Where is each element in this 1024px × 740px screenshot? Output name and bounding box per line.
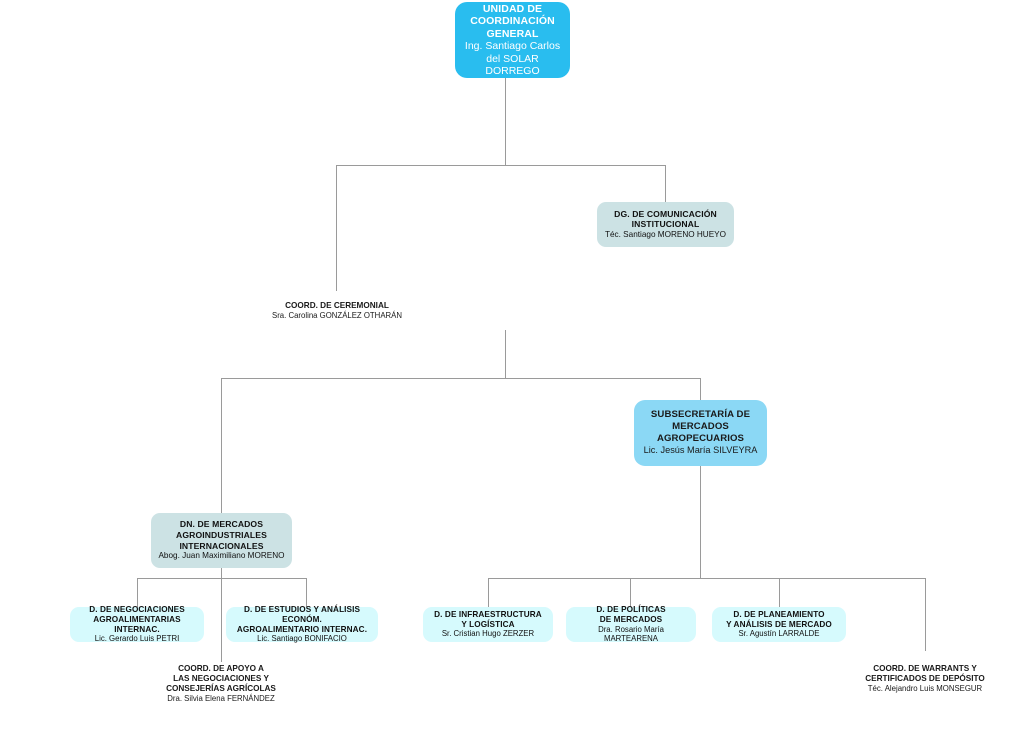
connector-to-subsecretaria (700, 378, 701, 400)
node-person: Lic. Santiago BONIFACIO (257, 634, 347, 644)
node-person: Ing. Santiago Carlos del SOLAR DORREGO (464, 40, 561, 77)
connector-sub-bar (488, 578, 925, 579)
label-person: Téc. Alejandro Luis MONSEGUR (867, 684, 983, 693)
node-dn-mercados-agroindustriales[interactable]: DN. DE MERCADOS AGROINDUSTRIALES INTERNA… (151, 513, 292, 568)
label-coord-ceremonial[interactable]: COORD. DE CEREMONIAL Sra. Carolina GONZÁ… (252, 301, 422, 321)
connector-trunk-level2 (505, 330, 506, 378)
node-title: D. DE INFRAESTRUCTURA Y LOGÍSTICA (434, 609, 542, 629)
label-coord-warrants-certificados[interactable]: COORD. DE WARRANTS Y CERTIFICADOS DE DEP… (851, 664, 999, 694)
connector-to-d-planeamiento (779, 578, 780, 607)
node-d-negociaciones-agroalimentarias[interactable]: D. DE NEGOCIACIONES AGROALIMENTARIAS INT… (70, 604, 204, 644)
node-title: D. DE NEGOCIACIONES AGROALIMENTARIAS INT… (89, 604, 185, 634)
connector-root-stem (505, 78, 506, 165)
node-title: UNIDAD DE COORDINACIÓN GENERAL (470, 2, 555, 40)
label-title: COORD. DE APOYO A LAS NEGOCIACIONES Y CO… (166, 664, 276, 693)
connector-dn-stem (221, 568, 222, 662)
node-d-estudios-analisis-economico[interactable]: D. DE ESTUDIOS Y ANÁLISIS ECONÓM. AGROAL… (226, 604, 378, 644)
label-coord-apoyo-negociaciones[interactable]: COORD. DE APOYO A LAS NEGOCIACIONES Y CO… (144, 664, 298, 704)
node-subsecretaria-mercados-agropecuarios[interactable]: SUBSECRETARÍA DE MERCADOS AGROPECUARIOS … (634, 400, 767, 466)
label-title: COORD. DE CEREMONIAL (285, 301, 389, 310)
connector-to-d-politicas (630, 578, 631, 607)
connector-to-comunicacion (665, 165, 666, 202)
connector-to-coord-warrants (925, 578, 926, 651)
node-title: D. DE ESTUDIOS Y ANÁLISIS ECONÓM. AGROAL… (236, 604, 368, 634)
connector-level1-bar (336, 165, 666, 166)
label-person: Sra. Carolina GONZÁLEZ OTHARÁN (272, 311, 402, 320)
node-person: Téc. Santiago MORENO HUEYO (604, 229, 727, 239)
label-title: COORD. DE WARRANTS Y CERTIFICADOS DE DEP… (865, 664, 985, 683)
node-dg-comunicacion-institucional[interactable]: DG. DE COMUNICACIÓN INSTITUCIONAL Téc. S… (597, 202, 734, 247)
connector-level2-bar (221, 378, 700, 379)
node-person: Sr. Cristian Hugo ZERZER (441, 629, 535, 639)
node-title: DG. DE COMUNICACIÓN INSTITUCIONAL (614, 208, 717, 230)
node-d-infraestructura-logistica[interactable]: D. DE INFRAESTRUCTURA Y LOGÍSTICA Sr. Cr… (423, 607, 553, 642)
node-person: Lic. Gerardo Luis PETRI (94, 634, 180, 644)
node-title: SUBSECRETARÍA DE MERCADOS AGROPECUARIOS (650, 409, 751, 444)
connector-dn-bar (137, 578, 307, 579)
node-person: Dra. Rosario María MARTEARENA (598, 624, 664, 644)
connector-to-d-estudios (306, 578, 307, 607)
node-person: Lic. Jesús María SILVEYRA (643, 444, 758, 455)
connector-to-dn-mercados (221, 378, 222, 513)
connector-to-ceremonial (336, 165, 337, 291)
connector-sub-stem (700, 466, 701, 578)
node-title: DN. DE MERCADOS AGROINDUSTRIALES INTERNA… (176, 519, 267, 551)
node-d-politicas-mercados[interactable]: D. DE POLÍTICAS DE MERCADOS Dra. Rosario… (566, 604, 696, 644)
node-person: Abog. Juan Maximiliano MORENO (158, 551, 285, 561)
connector-to-d-infraestructura (488, 578, 489, 607)
node-title: D. DE POLÍTICAS DE MERCADOS (596, 604, 666, 624)
node-d-planeamiento-analisis-mercado[interactable]: D. DE PLANEAMIENTO Y ANÁLISIS DE MERCADO… (712, 607, 846, 642)
label-person: Dra. Silvia Elena FERNÁNDEZ (167, 694, 275, 703)
connector-to-d-negociaciones (137, 578, 138, 607)
node-title: D. DE PLANEAMIENTO Y ANÁLISIS DE MERCADO (726, 609, 832, 629)
node-person: Sr. Agustín LARRALDE (738, 629, 820, 639)
node-unidad-coordinacion-general[interactable]: UNIDAD DE COORDINACIÓN GENERAL Ing. Sant… (455, 2, 570, 78)
